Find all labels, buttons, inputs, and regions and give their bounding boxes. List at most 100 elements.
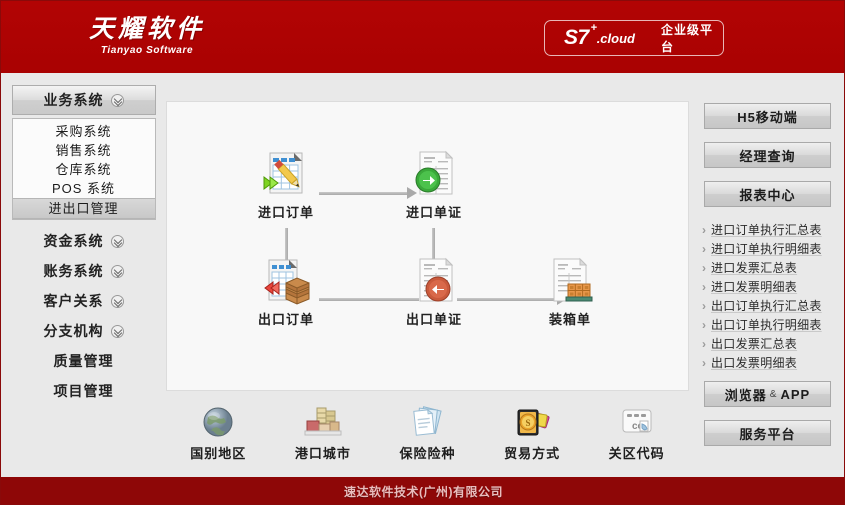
chevron-right-icon: ›	[702, 241, 706, 256]
node-import-order-label: 进口订单	[257, 205, 314, 220]
report-link-export-invoice-detail[interactable]: › 出口发票明细表	[699, 353, 836, 372]
app-footer: 速达软件技术(广州)有限公司	[1, 477, 844, 504]
sidebar-group-funds-label: 资金系统	[43, 233, 104, 249]
chevron-right-icon: ›	[702, 355, 706, 370]
sidebar-group-crm-label: 客户关系	[43, 293, 104, 309]
sidebar-group-accounting-label: 账务系统	[43, 263, 104, 279]
connector-import-order-down	[285, 228, 288, 270]
documents-icon	[381, 403, 473, 441]
report-link-export-invoice-summary[interactable]: › 出口发票汇总表	[699, 334, 836, 353]
connector-import-doc-down	[432, 228, 435, 270]
button-browser-and-app[interactable]: 浏览器 & APP	[704, 381, 831, 407]
node-import-order[interactable]: 进口订单	[241, 147, 331, 221]
sidebar-group-project-label: 项目管理	[53, 383, 114, 399]
sidebar-item-import-export[interactable]: 进出口管理	[12, 198, 155, 219]
badge-cloud-suffix: .cloud	[596, 30, 635, 46]
sidebar-group-branches[interactable]: 分支机构	[12, 316, 156, 346]
node-export-doc[interactable]: 出口单证	[389, 254, 479, 328]
logo-chinese-text: 天耀软件	[88, 15, 205, 43]
shortcut-port-city[interactable]: 港口城市	[277, 403, 369, 462]
button-manager-query[interactable]: 经理查询	[704, 142, 831, 168]
shortcut-country-region[interactable]: 国别地区	[172, 403, 264, 462]
logo-english-text: Tianyao Software	[100, 45, 194, 56]
chevron-right-icon: ›	[702, 260, 706, 275]
ampersand-symbol: &	[769, 388, 778, 400]
sidebar-item-sales[interactable]: 销售系统	[55, 143, 112, 158]
app-header: 天耀软件 Tianyao Software S7+ .cloud 企业级平台	[1, 1, 844, 73]
chevron-right-icon: ›	[702, 336, 706, 351]
svg-text:S: S	[526, 418, 531, 428]
sidebar-item-purchase[interactable]: 采购系统	[55, 124, 112, 139]
report-link-label: 出口发票汇总表	[711, 337, 798, 351]
report-link-label: 出口订单执行汇总表	[711, 299, 822, 313]
report-link-label: 进口订单执行汇总表	[711, 223, 822, 237]
node-export-doc-label: 出口单证	[405, 312, 462, 327]
connector-import-order-to-doc	[319, 192, 407, 195]
sidebar-group-funds[interactable]: 资金系统	[12, 226, 156, 256]
sidebar-group-project[interactable]: 项目管理	[12, 376, 156, 406]
svg-text:cc: cc	[632, 421, 644, 432]
bottom-shortcut-row: 国别地区 港口城市	[166, 399, 689, 467]
chevron-down-icon	[110, 264, 124, 278]
document-red-arrow-icon	[389, 254, 479, 306]
shortcut-country-region-label: 国别地区	[190, 446, 247, 461]
sidebar-item-warehouse[interactable]: 仓库系统	[55, 162, 112, 177]
node-import-doc[interactable]: 进口单证	[389, 147, 479, 221]
shortcut-port-city-label: 港口城市	[294, 446, 351, 461]
node-packing-list-label: 装箱单	[548, 312, 591, 327]
shortcut-customs-code[interactable]: cc 关区代码	[591, 403, 683, 462]
connector-export-order-to-doc	[319, 298, 419, 301]
chevron-right-icon: ›	[702, 317, 706, 332]
report-link-import-order-detail[interactable]: › 进口订单执行明细表	[699, 239, 836, 258]
node-export-order[interactable]: 出口订单	[241, 254, 331, 328]
connector-export-doc-to-packing	[457, 298, 557, 301]
shortcut-insurance-type-label: 保险险种	[399, 446, 456, 461]
arrow-head-import	[407, 187, 417, 199]
report-link-label: 出口发票明细表	[711, 356, 798, 370]
report-link-export-order-detail[interactable]: › 出口订单执行明细表	[699, 315, 836, 334]
main-flowchart-panel: 进口订单	[166, 101, 689, 391]
badge-plus-symbol: +	[590, 22, 597, 34]
button-h5-mobile[interactable]: H5移动端	[704, 103, 831, 129]
sidebar-item-pos[interactable]: POS 系统	[51, 181, 116, 196]
report-link-import-invoice-detail[interactable]: › 进口发票明细表	[699, 277, 836, 296]
node-import-doc-label: 进口单证	[405, 205, 462, 220]
sidebar-submenu: 采购系统 销售系统 仓库系统 POS 系统 进出口管理	[11, 118, 156, 220]
shortcut-trade-mode[interactable]: S 贸易方式	[486, 403, 578, 462]
chevron-right-icon: ›	[702, 222, 706, 237]
chevron-down-icon	[110, 324, 124, 338]
right-sidebar: H5移动端 经理查询 报表中心 › 进口订单执行汇总表 › 进口订单执行明细表 …	[689, 73, 844, 476]
report-link-label: 进口发票汇总表	[711, 261, 798, 275]
sidebar-group-branches-label: 分支机构	[43, 323, 104, 339]
report-link-list: › 进口订单执行汇总表 › 进口订单执行明细表 › 进口发票汇总表 › 进口发票…	[689, 220, 844, 372]
node-export-order-label: 出口订单	[257, 312, 314, 327]
chevron-down-icon	[110, 294, 124, 308]
sidebar-group-business[interactable]: 业务系统	[11, 85, 156, 115]
sidebar-group-business-label: 业务系统	[43, 92, 104, 108]
shortcut-trade-mode-label: 贸易方式	[504, 446, 561, 461]
button-app-label: APP	[780, 386, 811, 402]
button-report-center[interactable]: 报表中心	[704, 181, 831, 207]
sidebar-group-accounting[interactable]: 账务系统	[12, 256, 156, 286]
chevron-down-icon	[110, 93, 124, 107]
node-packing-list[interactable]: 装箱单	[525, 254, 615, 328]
left-sidebar: 业务系统 采购系统 销售系统 仓库系统 POS 系统 进出口管理 资金系统 账务…	[1, 73, 166, 476]
globe-icon	[172, 403, 264, 441]
sidebar-group-crm[interactable]: 客户关系	[12, 286, 156, 316]
document-green-arrow-icon	[389, 147, 479, 199]
report-link-import-invoice-summary[interactable]: › 进口发票汇总表	[699, 258, 836, 277]
table-box-icon	[241, 254, 331, 306]
button-browser-label: 浏览器	[724, 387, 767, 403]
footer-company-name: 速达软件技术(广州)有限公司	[344, 485, 503, 499]
report-link-import-order-summary[interactable]: › 进口订单执行汇总表	[699, 220, 836, 239]
shortcut-insurance-type[interactable]: 保险险种	[381, 403, 473, 462]
report-link-export-order-summary[interactable]: › 出口订单执行汇总表	[699, 296, 836, 315]
badge-product-name: S7+	[564, 22, 597, 50]
badge-product-label: S7	[564, 26, 589, 49]
port-buildings-icon	[277, 403, 369, 441]
sidebar-group-quality[interactable]: 质量管理	[12, 346, 156, 376]
company-logo[interactable]: 天耀软件 Tianyao Software	[57, 15, 237, 61]
button-service-platform[interactable]: 服务平台	[704, 420, 831, 446]
sidebar-group-quality-label: 质量管理	[53, 353, 114, 369]
